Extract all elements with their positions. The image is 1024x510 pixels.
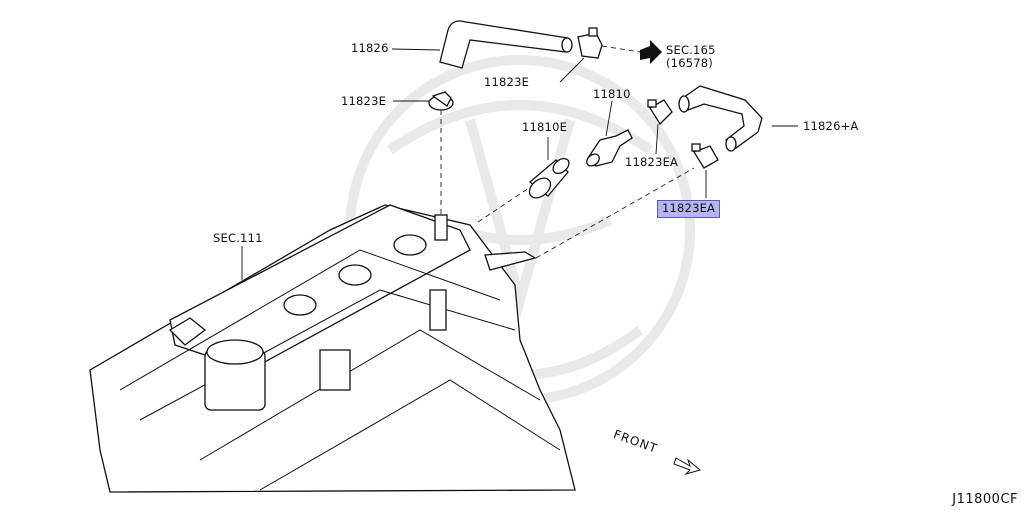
label-sec165: SEC.165	[666, 43, 716, 57]
pcv-valve-11810	[586, 129, 633, 167]
grommet-11810e	[528, 157, 570, 199]
front-arrow-icon	[673, 457, 702, 476]
label-sec165-ref: (16578)	[666, 56, 713, 70]
label-grommet-11810e: 11810E	[522, 120, 568, 134]
assembly-dashed-lines	[440, 45, 695, 259]
clamp-11823ea-upper	[647, 99, 673, 126]
sec165-arrow-icon	[640, 40, 662, 64]
label-clamp-11823e-left: 11823E	[341, 94, 387, 108]
label-valve-11810: 11810	[593, 87, 631, 101]
clamp-11823e-top	[577, 27, 603, 59]
label-clamp-11823ea: 11823EA	[625, 155, 679, 169]
leader-lines	[241, 48, 798, 280]
label-clamp-11823e-top: 11823E	[484, 75, 530, 89]
hose-11826a	[679, 85, 763, 149]
label-sec111: SEC.111	[213, 231, 263, 245]
label-hose-11826a: 11826+A	[803, 119, 859, 133]
clamp-11823e-left	[428, 91, 454, 111]
label-clamp-11823ea-highlighted[interactable]: 11823EA	[657, 200, 721, 218]
label-hose-11826: 11826	[351, 41, 389, 55]
engine-assembly	[89, 204, 576, 493]
diagram-code: J11800CF	[952, 492, 1018, 507]
clamp-11823ea-lower	[691, 143, 719, 169]
hose-11826	[439, 20, 569, 69]
